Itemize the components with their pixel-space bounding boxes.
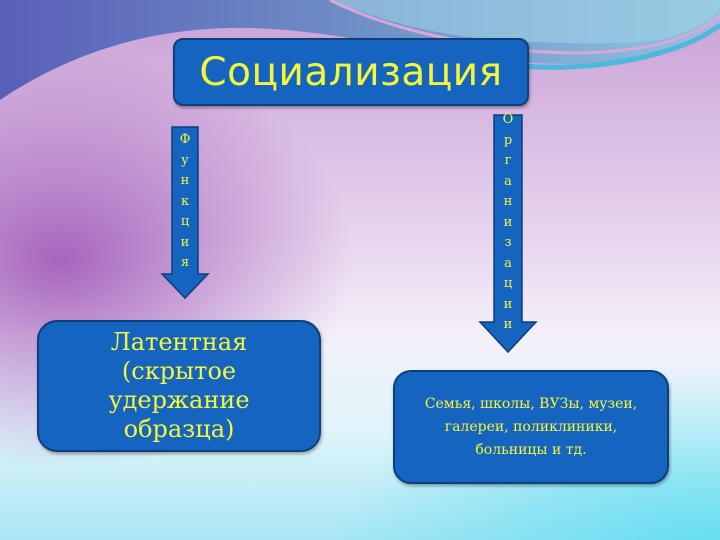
organizations-box: Семья, школы, ВУЗы, музеи, галереи, поли… — [393, 370, 669, 484]
right-arrow-label: О р г а н и з а ц и и — [502, 112, 514, 332]
latent-function-text: Латентная (скрытое удержание образца) — [108, 328, 250, 443]
right-down-arrow — [478, 114, 538, 354]
left-down-arrow — [160, 126, 210, 300]
page-title: Социализация — [199, 49, 503, 95]
title-box: Социализация — [173, 38, 529, 106]
organizations-text: Семья, школы, ВУЗы, музеи, галереи, поли… — [424, 395, 638, 458]
latent-function-box: Латентная (скрытое удержание образца) — [37, 320, 321, 452]
left-arrow-label: Ф у н к ц и я — [179, 132, 191, 270]
